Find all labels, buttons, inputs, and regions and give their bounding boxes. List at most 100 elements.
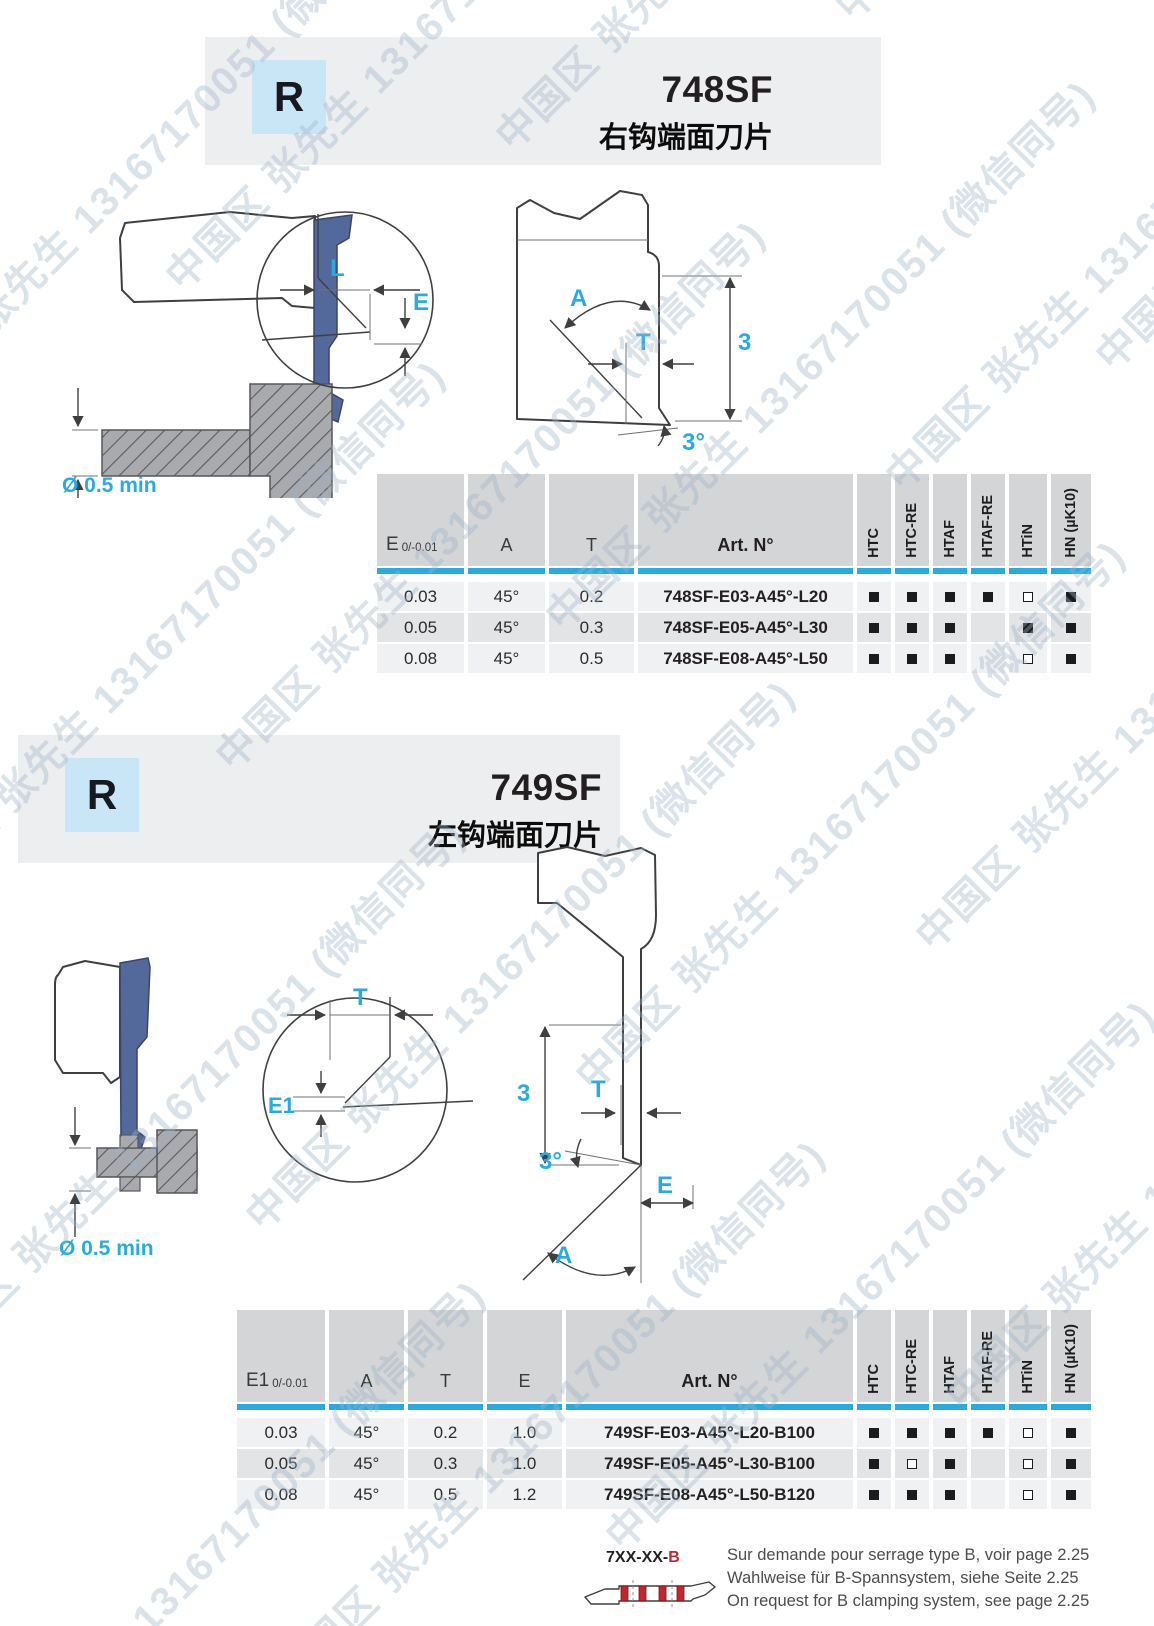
- avail-htaf: [933, 644, 967, 673]
- col-header-art: Art. N°: [566, 1310, 853, 1402]
- col-header-htin: HTiN: [1009, 474, 1047, 566]
- avail-htaf: [933, 613, 967, 642]
- cell-e: 0.03: [377, 582, 464, 611]
- cell-e1: 0.05: [237, 1449, 325, 1478]
- insert-blade-blue: [119, 957, 151, 1153]
- table-749sf: E1 0/-0.01 A T E Art. N° HTC HTC-RE HTAF…: [237, 1310, 1091, 1509]
- cell-art: 748SF-E05-A45°-L30: [638, 613, 853, 642]
- dim-e1-label: E1: [268, 1093, 295, 1118]
- avail-htaf: [933, 582, 967, 611]
- col-header-hn: HN (µK10): [1051, 474, 1091, 566]
- avail-htin: [1009, 582, 1047, 611]
- cell-t: 0.2: [408, 1418, 483, 1447]
- cell-art: 749SF-E08-A45°-L50-B120: [566, 1480, 853, 1509]
- avail-htaf-re: [971, 1480, 1005, 1509]
- avail-htc: [857, 1480, 891, 1509]
- dim-angle-label: 3°: [682, 429, 705, 456]
- technical-drawing-749sf: Ø 0.5 min T E1 3 T 3° E A: [54, 846, 695, 1283]
- workpiece-tab-upper: [119, 1134, 139, 1149]
- cell-e: 1.2: [487, 1480, 562, 1509]
- col-header-e1: E1 0/-0.01: [237, 1310, 325, 1402]
- cell-a: 45°: [468, 644, 545, 673]
- b-clamping-code: 7XX-XX-B: [606, 1549, 680, 1566]
- avail-htc: [857, 1449, 891, 1478]
- tool-holder-outline: [54, 960, 121, 1084]
- avail-htc-re: [895, 1480, 929, 1509]
- col-header-htaf: HTAF: [933, 1310, 967, 1402]
- cell-e: 0.05: [377, 613, 464, 642]
- cell-art: 749SF-E03-A45°-L20-B100: [566, 1418, 853, 1447]
- avail-htc: [857, 582, 891, 611]
- avail-htaf-re: [971, 582, 1005, 611]
- col-header-art: Art. N°: [638, 474, 853, 566]
- dim-diameter-min: Ø 0.5 min: [62, 474, 157, 497]
- avail-htaf: [933, 1480, 967, 1509]
- tool-holder-outline: [119, 211, 316, 309]
- detail-circle: [256, 211, 434, 389]
- note-line-fr: Sur demande pour serrage type B, voir pa…: [727, 1546, 1090, 1564]
- workpiece-block: [156, 1129, 198, 1194]
- col-header-a: A: [329, 1310, 404, 1402]
- avail-htin: [1009, 1418, 1047, 1447]
- col-header-htaf: HTAF: [933, 474, 967, 566]
- note-line-en: On request for B clamping system, see pa…: [727, 1592, 1090, 1610]
- cell-t: 0.5: [408, 1480, 483, 1509]
- col-header-htin: HTiN: [1009, 1310, 1047, 1402]
- avail-hn: [1051, 582, 1091, 611]
- cell-t: 0.5: [549, 644, 634, 673]
- avail-htaf: [933, 1449, 967, 1478]
- insert-profile-749: [537, 846, 657, 1166]
- dim-e-label: E: [657, 1172, 673, 1199]
- avail-htc-re: [895, 582, 929, 611]
- note-line-de: Wahlweise für B-Spannsystem, siehe Seite…: [727, 1569, 1079, 1587]
- hand-badge-r: R: [65, 758, 139, 832]
- avail-htc-re: [895, 613, 929, 642]
- watermark-text: 中国区 张先生 13167170051 (微信同号): [877, 0, 1154, 499]
- cell-a: 45°: [468, 582, 545, 611]
- avail-htc: [857, 1418, 891, 1447]
- cell-art: 749SF-E05-A45°-L30-B100: [566, 1449, 853, 1478]
- section-748sf-header: R 748SF 右钩端面刀片: [205, 37, 881, 165]
- col-header-t: T: [549, 474, 634, 566]
- cell-a: 45°: [329, 1480, 404, 1509]
- section-748sf-title: 748SF 右钩端面刀片: [599, 69, 773, 156]
- b-clamping-note: Sur demande pour serrage type B, voir pa…: [727, 1544, 1089, 1613]
- model-number: 748SF: [661, 69, 773, 110]
- avail-htc-re: [895, 1449, 929, 1478]
- cell-art: 748SF-E03-A45°-L20: [638, 582, 853, 611]
- col-header-htaf-re: HTAF-RE: [971, 474, 1005, 566]
- cell-art: 748SF-E08-A45°-L50: [638, 644, 853, 673]
- cell-t: 0.2: [549, 582, 634, 611]
- dim-depth-label: 3: [517, 1080, 530, 1107]
- cell-t: 0.3: [408, 1449, 483, 1478]
- col-header-htc-re: HTC-RE: [895, 474, 929, 566]
- avail-htaf-re: [971, 613, 1005, 642]
- cell-a: 45°: [329, 1449, 404, 1478]
- avail-hn: [1051, 613, 1091, 642]
- code-suffix-b: B: [668, 1549, 680, 1566]
- section-749sf-header: R 749SF 左钩端面刀片: [18, 735, 620, 863]
- cell-a: 45°: [329, 1418, 404, 1447]
- dim-a-label: A: [570, 285, 587, 312]
- watermark-text: 中国区 张先生 13167170051 (微信同号): [1080, 1245, 1154, 1626]
- section-749sf-title: 749SF 左钩端面刀片: [427, 768, 602, 854]
- cell-e: 1.0: [487, 1418, 562, 1447]
- col-header-htc: HTC: [857, 1310, 891, 1402]
- cell-t: 0.3: [549, 613, 634, 642]
- dim-t-label: T: [591, 1076, 606, 1103]
- avail-hn: [1051, 1418, 1091, 1447]
- col-header-e: E: [487, 1310, 562, 1402]
- cell-e: 0.08: [377, 644, 464, 673]
- avail-htaf-re: [971, 1418, 1005, 1447]
- avail-htc-re: [895, 644, 929, 673]
- col-header-htc-re: HTC-RE: [895, 1310, 929, 1402]
- dim-angle-label: 3°: [539, 1148, 562, 1175]
- model-subtitle-cn: 左钩端面刀片: [427, 819, 602, 852]
- col-header-htc: HTC: [857, 474, 891, 566]
- hand-badge-r: R: [252, 60, 326, 134]
- col-header-hn: HN (µK10): [1051, 1310, 1091, 1402]
- avail-htaf-re: [971, 644, 1005, 673]
- dim-a-label: A: [555, 1242, 572, 1269]
- dim-e-label: E: [413, 289, 429, 316]
